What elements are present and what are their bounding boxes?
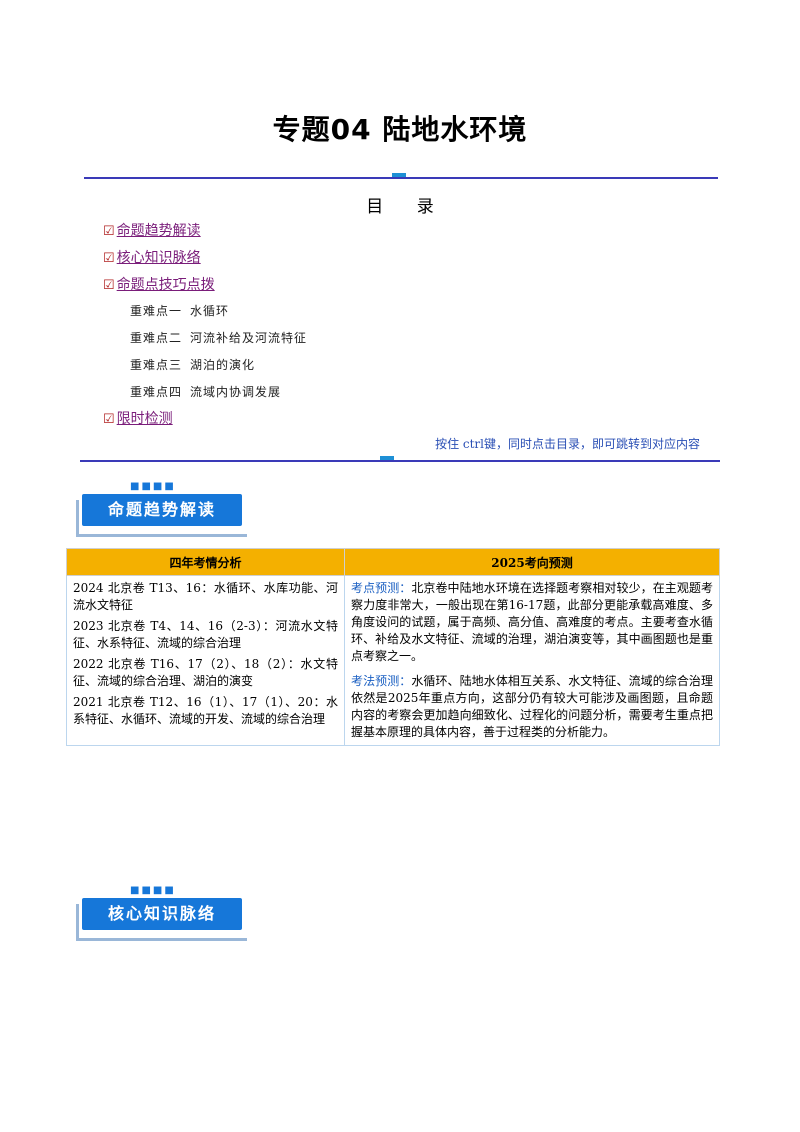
toc-heading-char: 目 (366, 197, 384, 217)
prediction-text: 水循环、陆地水体相互关系、水文特征、流域的综合治理依然是2025年重点方向，这部… (351, 674, 713, 739)
toc-item-test[interactable]: ☑限时检测 (103, 408, 173, 428)
toc-item-tips[interactable]: ☑命题点技巧点拨 (103, 274, 215, 294)
toc-subitem-point: 重难点四 (130, 385, 183, 399)
toc-link[interactable]: 限时检测 (116, 411, 173, 427)
toc-link[interactable]: 命题趋势解读 (116, 223, 201, 239)
prediction-cell: 考点预测：北京卷中陆地水环境在选择题考察相对较少，在主观题考察力度非常大，一般出… (344, 575, 720, 746)
analysis-item: 2023 北京卷 T4、14、16（2-3）：河流水文特征、水系特征、流域的综合… (73, 619, 338, 650)
section-title: 命题趋势解读 (82, 494, 242, 526)
table-row: 2024 北京卷 T13、16：水循环、水库功能、河流水文特征 2023 北京卷… (66, 575, 720, 746)
toc-subitem-text: 流域内协调发展 (190, 385, 282, 399)
rule-marker-top (392, 173, 406, 179)
section-banner-knowledge: ■■■■ 核心知识脉络 (76, 885, 248, 941)
section-title: 核心知识脉络 (82, 898, 242, 930)
checkbox-icon: ☑ (103, 251, 115, 266)
table-header-row: 四年考情分析 2025考向预测 (66, 548, 720, 576)
analysis-item: 2022 北京卷 T16、17（2）、18（2）：水文特征、流域的综合治理、湖泊… (73, 657, 338, 688)
page-title: 专题04 陆地水环境 (272, 113, 528, 146)
analysis-cell: 2024 北京卷 T13、16：水循环、水库功能、河流水文特征 2023 北京卷… (66, 575, 345, 746)
checkbox-icon: ☑ (103, 412, 115, 427)
prediction-paragraph: 考法预测：水循环、陆地水体相互关系、水文特征、流域的综合治理依然是2025年重点… (351, 673, 713, 741)
banner-dots: ■■■■ (130, 481, 176, 492)
table-header: 2025考向预测 (344, 548, 720, 576)
toc-heading: 目 录 (0, 192, 800, 217)
toc-link[interactable]: 核心知识脉络 (116, 250, 201, 266)
divider-top (84, 177, 718, 179)
toc-item-knowledge[interactable]: ☑核心知识脉络 (103, 247, 201, 267)
toc-item-trend[interactable]: ☑命题趋势解读 (103, 220, 201, 240)
toc-subitem[interactable]: 重难点一水循环 (130, 302, 229, 319)
toc-subitem-point: 重难点二 (130, 331, 183, 345)
toc-subitem[interactable]: 重难点三湖泊的演化 (130, 356, 255, 373)
analysis-item: 2024 北京卷 T13、16：水循环、水库功能、河流水文特征 (73, 581, 338, 612)
toc-subitem-text: 河流补给及河流特征 (190, 331, 308, 345)
toc-subitem[interactable]: 重难点二河流补给及河流特征 (130, 329, 307, 346)
analysis-item: 2021 北京卷 T12、16（1）、17（1）、20：水系特征、水循环、流域的… (73, 695, 338, 726)
table-header: 四年考情分析 (66, 548, 345, 576)
toc-heading-char: 录 (416, 197, 434, 217)
banner-frame (76, 904, 247, 941)
toc-subitem-text: 湖泊的演化 (190, 358, 256, 372)
toc-link[interactable]: 命题点技巧点拨 (116, 277, 215, 293)
ctrl-click-hint: 按住 ctrl键，同时点击目录，即可跳转到对应内容 (435, 437, 700, 451)
prediction-label: 考法预测： (351, 674, 412, 688)
toc-subitem[interactable]: 重难点四流域内协调发展 (130, 383, 281, 400)
toc-subitem-point: 重难点一 (130, 304, 183, 318)
section-banner-trend: ■■■■ 命题趋势解读 (76, 481, 248, 537)
prediction-label: 考点预测： (351, 581, 412, 595)
checkbox-icon: ☑ (103, 224, 115, 239)
divider-bottom (80, 460, 720, 462)
checkbox-icon: ☑ (103, 278, 115, 293)
banner-frame (76, 500, 247, 537)
rule-marker-bottom (380, 456, 394, 462)
prediction-paragraph: 考点预测：北京卷中陆地水环境在选择题考察相对较少，在主观题考察力度非常大，一般出… (351, 580, 713, 665)
prediction-text: 北京卷中陆地水环境在选择题考察相对较少，在主观题考察力度非常大，一般出现在第16… (351, 581, 713, 663)
toc-subitem-text: 水循环 (190, 304, 230, 318)
banner-dots: ■■■■ (130, 885, 176, 896)
exam-analysis-table: 四年考情分析 2025考向预测 2024 北京卷 T13、16：水循环、水库功能… (66, 548, 720, 746)
toc-subitem-point: 重难点三 (130, 358, 183, 372)
